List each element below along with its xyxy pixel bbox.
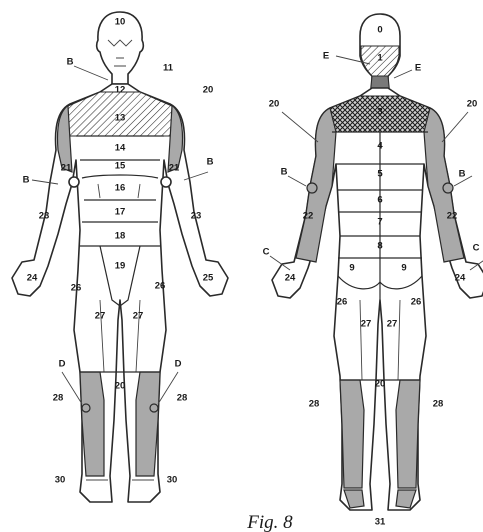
- label: B: [207, 157, 214, 168]
- label: 16: [115, 183, 126, 194]
- label: 13: [115, 113, 126, 124]
- label: 28: [309, 399, 320, 410]
- label: 20: [203, 85, 214, 96]
- label: 26: [411, 297, 422, 308]
- label: 12: [115, 85, 126, 96]
- label: 22: [303, 211, 314, 222]
- label: 19: [115, 261, 126, 272]
- back-zone-28-right: [396, 380, 420, 488]
- label: B: [281, 167, 288, 178]
- label: 17: [115, 207, 126, 218]
- label: 27: [133, 311, 144, 322]
- label: 23: [191, 211, 202, 222]
- label: 30: [167, 475, 178, 486]
- back-body-figure: [270, 14, 483, 510]
- label: D: [175, 359, 182, 370]
- label: 24: [27, 273, 38, 284]
- label: 22: [447, 211, 458, 222]
- label: 6: [377, 195, 382, 206]
- label: 11: [163, 63, 174, 74]
- label: 8: [377, 241, 382, 252]
- label: 9: [401, 263, 406, 274]
- label: 21: [169, 163, 180, 174]
- label: E: [323, 51, 329, 62]
- label: C: [263, 247, 270, 258]
- label: 20: [467, 99, 478, 110]
- label: 4: [377, 141, 383, 152]
- label: 21: [61, 163, 72, 174]
- label: 9: [349, 263, 354, 274]
- label: 28: [177, 393, 188, 404]
- label: E: [415, 63, 421, 74]
- label: 5: [377, 169, 383, 180]
- label: 23: [39, 211, 50, 222]
- label: B: [67, 57, 74, 68]
- label: D: [59, 359, 66, 370]
- label: 15: [115, 161, 126, 172]
- label: 24: [285, 273, 296, 284]
- label: 20: [115, 381, 126, 392]
- label: 31: [375, 517, 386, 528]
- label: 26: [71, 283, 82, 294]
- label: C: [473, 243, 480, 254]
- label: 26: [155, 281, 166, 292]
- label: B: [459, 169, 466, 180]
- label: 14: [115, 143, 126, 154]
- label: 0: [377, 25, 382, 36]
- back-zone-31: [344, 490, 416, 508]
- label: 10: [115, 17, 126, 28]
- label: 3: [377, 107, 382, 118]
- label: 24: [455, 273, 466, 284]
- figure-caption: Fig. 8: [246, 512, 293, 532]
- label: 27: [361, 319, 372, 330]
- label: 25: [203, 273, 214, 284]
- label: 7: [377, 217, 382, 228]
- label: 28: [53, 393, 64, 404]
- label: 18: [115, 231, 126, 242]
- label: 30: [55, 475, 66, 486]
- label: 1: [377, 53, 383, 64]
- label: 28: [433, 399, 444, 410]
- label: 26: [337, 297, 348, 308]
- label: 20: [375, 379, 386, 390]
- label: 27: [387, 319, 398, 330]
- label: 20: [269, 99, 280, 110]
- label: B: [23, 175, 30, 186]
- back-zone-28-left: [340, 380, 364, 488]
- label: 27: [95, 311, 106, 322]
